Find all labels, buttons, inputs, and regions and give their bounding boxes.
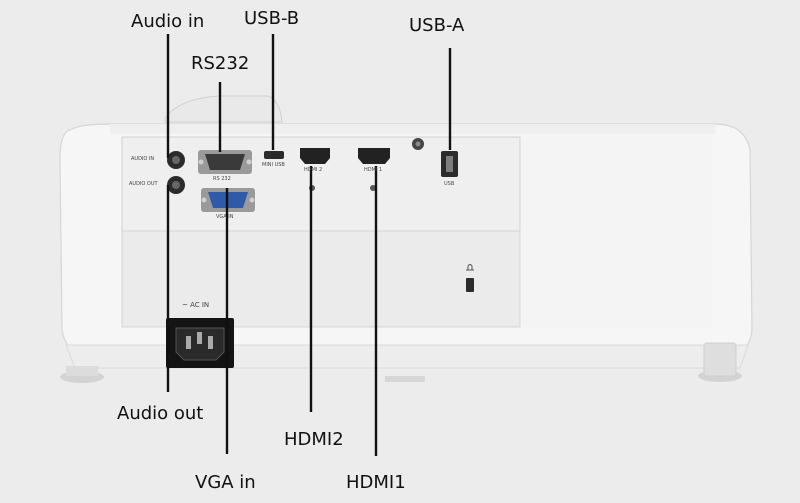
- callout-usb-b: USB-B: [244, 8, 300, 29]
- panel-label-audio-in: AUDIO IN: [131, 156, 155, 162]
- callout-hdmi2: HDMI2: [284, 429, 344, 450]
- panel-label-mini-usb: MINI USB: [262, 162, 285, 168]
- rs232-port: [205, 154, 245, 170]
- panel-label-hdmi2: HDMI 2: [304, 167, 323, 173]
- top-lens-cover: [164, 95, 283, 123]
- bottom-pad: [385, 376, 425, 382]
- top-band: [110, 124, 715, 134]
- lower-panel: [121, 230, 521, 328]
- projector-base: [65, 344, 749, 369]
- security-slot: [466, 278, 474, 292]
- panel-label-usb: USB: [444, 181, 455, 187]
- hdmi2-port: [300, 148, 330, 164]
- callout-hdmi1: HDMI1: [346, 472, 406, 493]
- callout-rs232: RS232: [191, 53, 250, 74]
- panel-label-rs232: RS 232: [213, 176, 231, 182]
- callout-audio-out: Audio out: [117, 403, 204, 424]
- mini-usb-port: [264, 151, 284, 159]
- panel-label-vga-in: VGA IN: [216, 214, 234, 220]
- side-vent: [522, 137, 712, 327]
- lock-symbol-icon: [466, 264, 474, 271]
- hdmi1-port: [358, 148, 390, 164]
- callout-audio-in: Audio in: [131, 11, 205, 32]
- callout-vga-in: VGA in: [195, 472, 256, 493]
- panel-label-audio-out: AUDIO OUT: [129, 181, 158, 187]
- callout-usb-a: USB-A: [409, 15, 465, 36]
- panel-label-hdmi1: HDMI 1: [364, 167, 383, 173]
- panel-label-ac-in: ~ AC IN: [182, 301, 210, 309]
